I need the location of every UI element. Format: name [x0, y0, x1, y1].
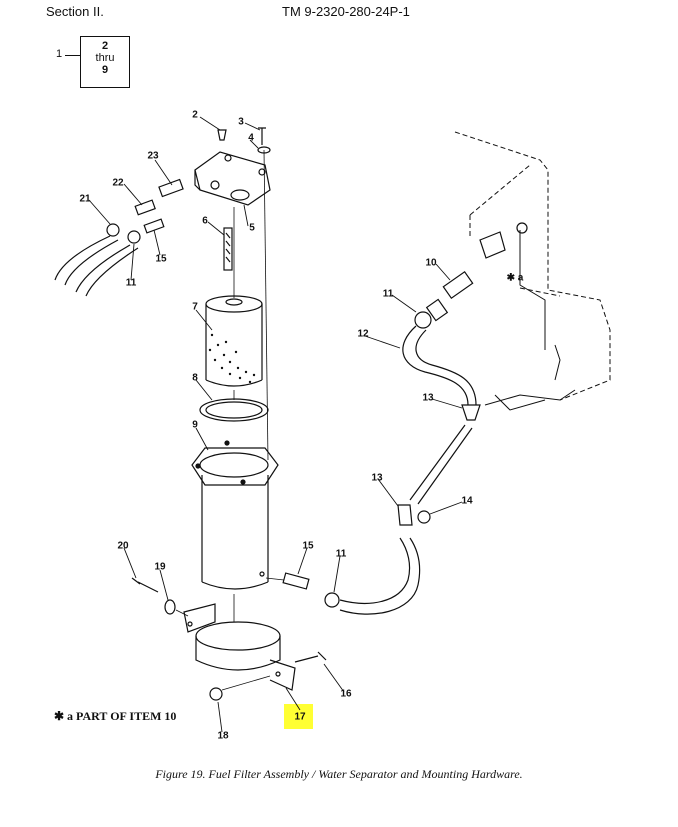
- callout-5: 5: [249, 222, 255, 234]
- screw-2: [217, 129, 227, 141]
- nut-21: [106, 223, 120, 237]
- screw-3: [258, 127, 266, 145]
- element-6: [223, 227, 233, 271]
- nut-11b: [414, 311, 432, 329]
- nut-11c: [324, 592, 340, 608]
- callout-15-upper: 15: [155, 253, 167, 265]
- nut-11a: [127, 230, 141, 244]
- callout-6: 6: [202, 215, 208, 227]
- screw-20: [131, 577, 159, 593]
- filter-dots: [208, 333, 256, 384]
- centre-lines: [175, 149, 285, 691]
- frame-outline: [454, 131, 611, 401]
- locator-box: 2 thru 9: [80, 36, 130, 88]
- nut-14: [417, 510, 431, 524]
- callout-10: 10: [425, 257, 437, 269]
- callout-3: 3: [238, 116, 244, 128]
- callout-11-lower: 11: [335, 548, 347, 560]
- locator-top: 2: [101, 40, 109, 52]
- callout-a: ✱ a: [506, 272, 524, 284]
- clamp-17: [183, 603, 296, 691]
- washer-19: [164, 599, 176, 615]
- fitting-13b: [397, 504, 413, 526]
- locator-middle: thru: [95, 52, 115, 64]
- callout-18: 18: [217, 730, 229, 742]
- callout-7: 7: [192, 301, 198, 313]
- hose-lower: [339, 537, 411, 604]
- tube-middle: [409, 424, 473, 505]
- callout-4: 4: [248, 132, 254, 144]
- callout-13-lower: 13: [371, 472, 383, 484]
- fuel-line-lower: [75, 244, 139, 297]
- callout-11-upper: 11: [125, 277, 137, 289]
- locator-ref: 1: [56, 48, 63, 60]
- callout-19: 19: [154, 561, 166, 573]
- locator-leader: [65, 55, 80, 56]
- callout-20: 20: [117, 540, 129, 552]
- filter-head: [194, 151, 271, 206]
- callout-8: 8: [192, 372, 198, 384]
- callout-15-lower: 15: [302, 540, 314, 552]
- water-separator-10: [425, 222, 528, 322]
- hose-12: [402, 325, 477, 406]
- callout-11-right: 11: [382, 288, 394, 300]
- fuel-line-upper: [54, 235, 119, 286]
- callout-22: 22: [112, 177, 124, 189]
- fitting-15a: [143, 218, 165, 234]
- callout-21: 21: [79, 193, 91, 205]
- callout-12: 12: [357, 328, 369, 340]
- callout-17: 17: [294, 711, 306, 723]
- section-header: Section II.: [46, 4, 104, 19]
- callout-23: 23: [147, 150, 159, 162]
- callout-16: 16: [340, 688, 352, 700]
- locator-bottom: 9: [101, 64, 109, 76]
- fitting-15b: [282, 572, 310, 590]
- callout-9: 9: [192, 419, 198, 431]
- fitting-23: [158, 178, 184, 198]
- manual-number: TM 9-2320-280-24P-1: [282, 4, 410, 19]
- frame-solid: [484, 230, 576, 411]
- callout-2: 2: [192, 109, 198, 121]
- legend-note: ✱ a PART OF ITEM 10: [54, 709, 177, 723]
- callout-14: 14: [461, 495, 473, 507]
- bowl-9: [191, 440, 279, 590]
- callout-13-upper: 13: [422, 392, 434, 404]
- screw-16: [294, 651, 327, 663]
- nut-18: [209, 687, 223, 701]
- leader-lines: [88, 116, 463, 733]
- filter-element-7: [205, 295, 263, 387]
- fitting-13a: [461, 404, 481, 421]
- figure-caption: Figure 19. Fuel Filter Assembly / Water …: [155, 767, 523, 781]
- fitting-22: [134, 199, 156, 216]
